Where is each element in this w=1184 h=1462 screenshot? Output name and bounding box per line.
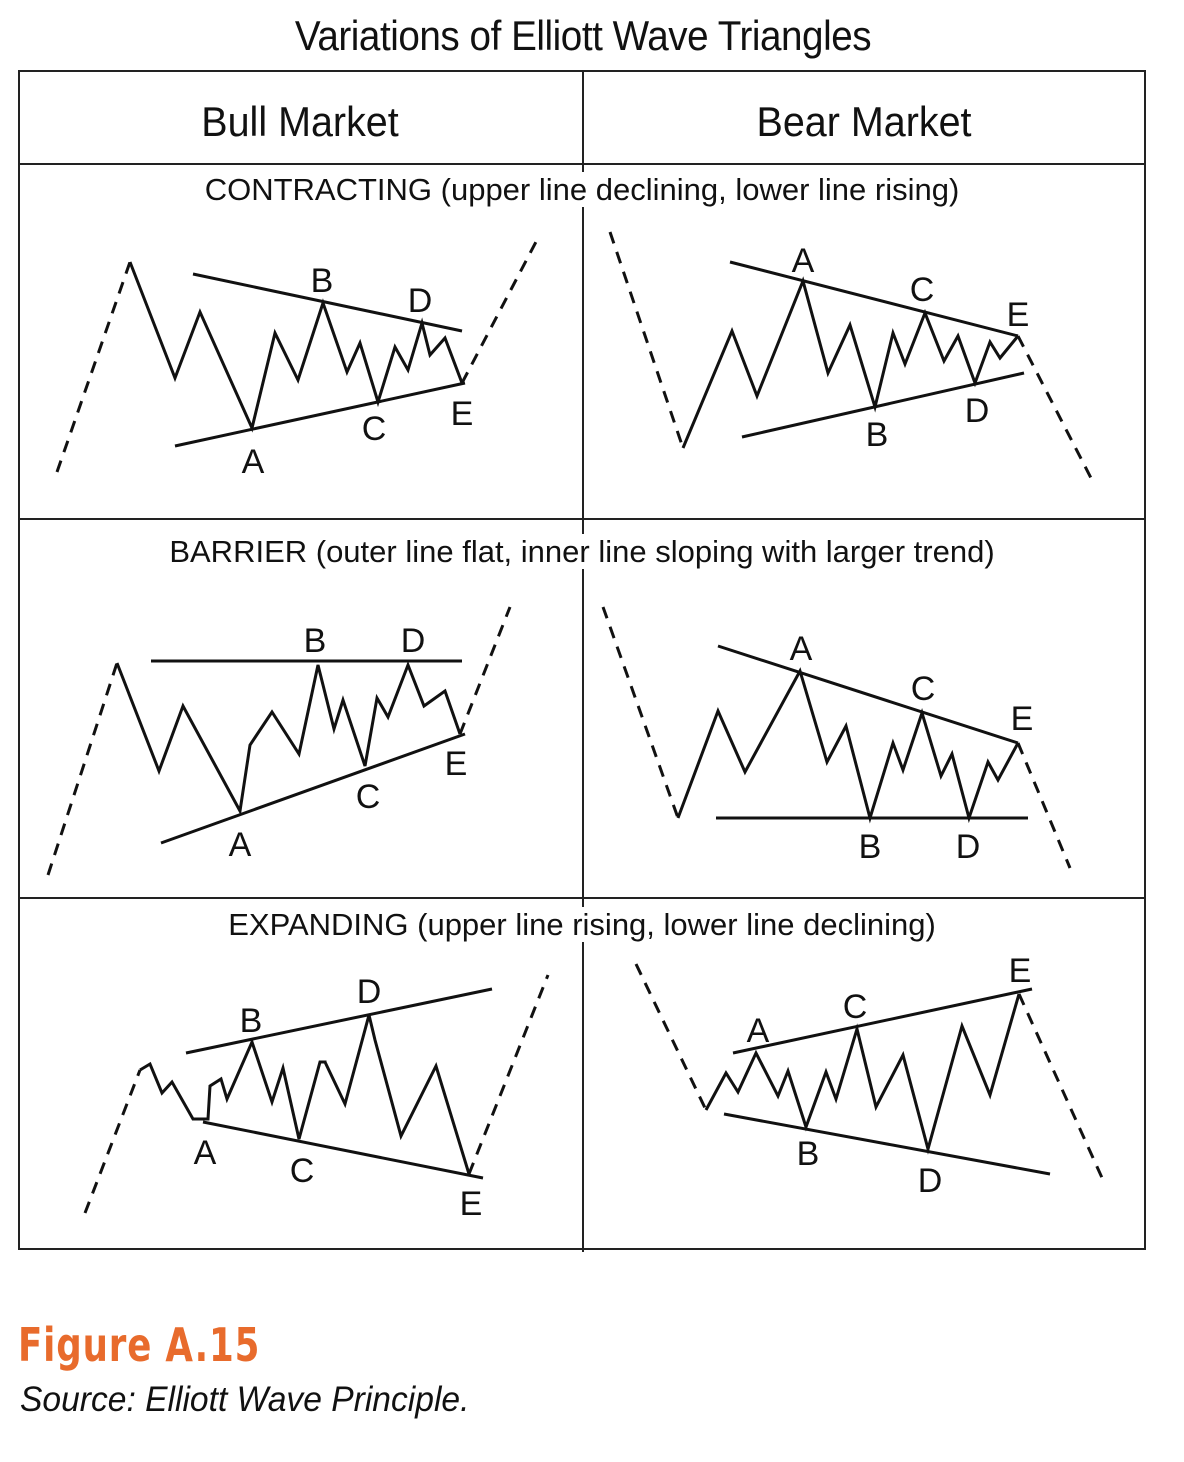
svg-text:E: E xyxy=(451,395,474,433)
svg-text:C: C xyxy=(362,410,387,448)
svg-text:A: A xyxy=(790,630,813,668)
bull-market-header: Bull Market xyxy=(201,98,399,145)
svg-text:D: D xyxy=(918,1162,943,1200)
svg-text:D: D xyxy=(401,622,426,660)
svg-text:D: D xyxy=(357,973,382,1011)
svg-text:C: C xyxy=(843,988,868,1026)
svg-text:E: E xyxy=(1007,296,1030,334)
contracting-section-title: CONTRACTING (upper line declining, lower… xyxy=(202,172,962,207)
svg-text:A: A xyxy=(792,242,815,280)
svg-text:E: E xyxy=(1009,952,1032,990)
svg-text:B: B xyxy=(797,1135,820,1173)
svg-text:B: B xyxy=(311,262,334,300)
svg-text:B: B xyxy=(304,622,327,660)
svg-text:B: B xyxy=(240,1002,263,1040)
column-divider xyxy=(582,72,584,518)
svg-text:A: A xyxy=(194,1134,217,1172)
svg-text:C: C xyxy=(911,670,936,708)
svg-text:D: D xyxy=(956,828,981,866)
triangle-variations-table: Bull Market Bear Market CONTRACTING (upp… xyxy=(18,70,1146,1252)
svg-text:A: A xyxy=(242,443,265,481)
svg-text:E: E xyxy=(445,745,468,783)
figure-source: Source: Elliott Wave Principle. xyxy=(20,1380,470,1419)
svg-text:A: A xyxy=(229,826,252,864)
expanding-section-title: EXPANDING (upper line rising, lower line… xyxy=(226,907,938,942)
contracting-bull-diagram: A B C D E xyxy=(55,237,540,481)
svg-text:B: B xyxy=(866,416,889,454)
svg-text:B: B xyxy=(859,828,882,866)
expanding-bear-diagram: A B C D E xyxy=(634,952,1105,1200)
bear-market-header: Bear Market xyxy=(756,98,972,145)
svg-text:C: C xyxy=(910,271,935,309)
contracting-bear-diagram: A B C D E xyxy=(608,231,1094,481)
svg-text:C: C xyxy=(290,1152,315,1190)
diagram-title: Variations of Elliott Wave Triangles xyxy=(294,12,872,59)
svg-text:E: E xyxy=(460,1185,483,1223)
svg-text:E: E xyxy=(1011,700,1034,738)
column-divider xyxy=(582,897,584,1252)
svg-text:D: D xyxy=(408,282,433,320)
figure-number: Figure A.15 xyxy=(18,1318,261,1372)
svg-text:C: C xyxy=(356,778,381,816)
barrier-bull-diagram: A B C D E xyxy=(46,606,512,876)
column-divider xyxy=(582,518,584,897)
expanding-bull-diagram: A B C D E xyxy=(83,973,550,1223)
wave-diagrams: A B C D E A B C D E A B C D E A B C D E A B C D E xyxy=(46,231,1105,1223)
barrier-bear-diagram: A B C D E xyxy=(601,606,1072,869)
barrier-section-title: BARRIER (outer line flat, inner line slo… xyxy=(167,534,997,569)
svg-text:D: D xyxy=(965,392,990,430)
svg-text:A: A xyxy=(747,1012,770,1050)
